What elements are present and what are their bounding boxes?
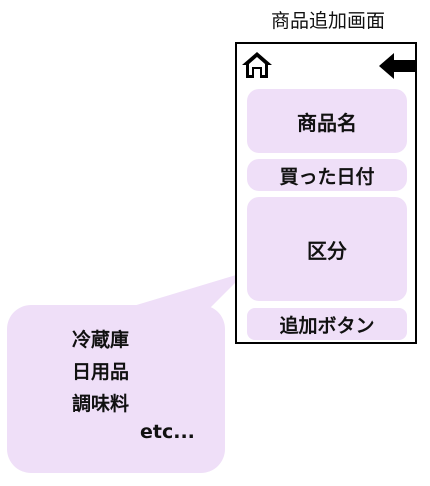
purchase-date-label: 買った日付	[279, 165, 375, 188]
back-arrow-icon[interactable]	[377, 51, 417, 81]
page-title: 商品追加画面	[270, 10, 385, 32]
product-name-field[interactable]: 商品名	[247, 89, 407, 153]
product-name-label: 商品名	[297, 110, 357, 135]
category-label: 区分	[307, 238, 347, 263]
category-option: 冷蔵庫	[72, 329, 130, 351]
category-options-callout: 冷蔵庫 日用品 調味料 etc...	[7, 305, 225, 473]
purchase-date-field[interactable]: 買った日付	[247, 159, 407, 191]
category-option-more: etc...	[140, 421, 195, 443]
add-button-label: 追加ボタン	[279, 314, 375, 337]
category-option: 日用品	[72, 361, 130, 383]
phone-frame: 商品名 買った日付 区分 追加ボタン	[235, 42, 417, 344]
home-icon[interactable]	[240, 50, 274, 80]
category-select[interactable]: 区分	[247, 197, 407, 301]
category-option: 調味料	[72, 393, 130, 415]
add-button[interactable]: 追加ボタン	[247, 308, 407, 340]
